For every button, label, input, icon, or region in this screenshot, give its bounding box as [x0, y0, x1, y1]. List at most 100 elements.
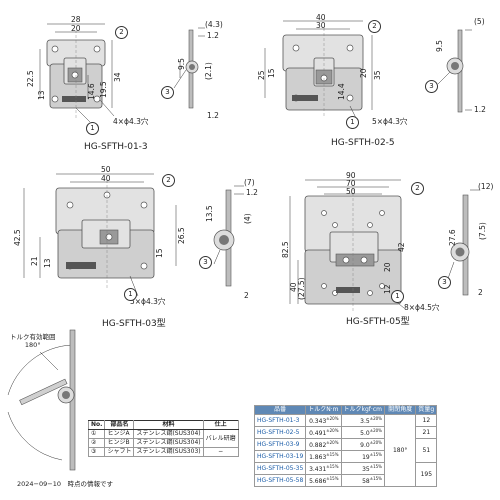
m1-height-left: 22.5	[26, 70, 35, 87]
spec-torque-kgf-cell: 58±15%	[340, 474, 385, 487]
m3-width-inner: 40	[101, 174, 111, 183]
m3-model-name: HG-SFTH-03型	[102, 319, 166, 329]
parts-cell: ステンレス鋼(SUS304)	[133, 438, 204, 448]
spec-model-cell: HG-SFTH-05-58	[253, 474, 307, 487]
m2-model-name: HG-SFTH-02-5	[331, 138, 395, 148]
parts-cell: ステンレス鋼(SUS304)	[133, 429, 204, 439]
m4-callout-2: 2	[411, 182, 424, 195]
m3-height-low: 13	[43, 258, 52, 268]
spec-tolerance: ±20%	[326, 428, 339, 433]
spec-tolerance: ±15%	[369, 452, 382, 457]
m4-width-mid: 70	[346, 179, 356, 188]
m3-height-right1: 26.5	[177, 227, 186, 244]
spec-col-torque-kgf: トルクkgf·cm	[340, 405, 385, 415]
spec-tolerance: ±15%	[326, 452, 339, 457]
spec-tolerance: ±15%	[326, 476, 339, 481]
m4-holes-note: 8×ϕ4.5穴	[404, 303, 440, 312]
spec-tolerance: ±20%	[369, 428, 382, 433]
m1-width-inner: 20	[71, 24, 81, 33]
spec-angle-cell: 180°	[383, 414, 417, 487]
hinge-03-side-view	[213, 185, 244, 287]
spec-mass-cell: 195	[415, 462, 438, 487]
spec-mass-cell: 12	[415, 414, 438, 427]
m4-model-name: HG-SFTH-05型	[346, 317, 410, 327]
spec-col-torque-nm: トルクN·m	[305, 405, 342, 415]
torque-range-note: トルク有効範囲 180°	[10, 333, 56, 349]
m4-side-276: 27.6	[448, 229, 457, 246]
m2-side-12: 1.2	[474, 105, 486, 114]
parts-cell: バレル研磨	[202, 429, 239, 448]
spec-torque-nm-cell: 1.863±15%	[305, 450, 342, 463]
m1-side-top: (4.3)	[205, 20, 223, 29]
m3-callout-1: 1	[124, 288, 137, 301]
hinge-05-side-view	[445, 189, 480, 296]
m3-callout-2: 2	[162, 174, 175, 187]
spec-tolerance: ±20%	[369, 440, 382, 445]
spec-mass-cell: 21	[415, 426, 438, 439]
m4-side-bottom: 2	[478, 288, 483, 297]
hinge-03-front-view	[23, 173, 177, 297]
m3-side-bottom: 2	[244, 291, 249, 300]
parts-cell: ステンレス鋼(SUS303)	[133, 447, 204, 457]
parts-table: No. 部品名 材料 仕上 ① ヒンジA ステンレス鋼(SUS304) バレル研…	[87, 420, 239, 457]
spec-torque-kgf-cell: 9.0±20%	[340, 438, 385, 451]
m3-callout-3: 3	[199, 256, 212, 269]
m2-height-left1: 25	[257, 70, 266, 80]
footer-note: 2024−09−10 時点の情報です	[17, 480, 113, 488]
parts-table-header-row: No. 部品名 材料 仕上	[87, 420, 239, 430]
spec-torque-nm-cell: 3.431±15%	[305, 462, 342, 475]
spec-table: 品番 トルクN·m トルクkgf·cm 開閉角度 質量g HG-SFTH-01-…	[253, 405, 438, 487]
spec-model-cell: HG-SFTH-02-5	[253, 426, 307, 439]
parts-col-material: 材料	[133, 420, 204, 430]
spec-torque-nm-cell: 5.686±15%	[305, 474, 342, 487]
parts-col-finish: 仕上	[202, 420, 239, 430]
hinge-02-5-front-view	[264, 20, 373, 123]
m2-width-inner: 30	[316, 21, 326, 30]
m3-height-total: 42.5	[13, 229, 22, 246]
m4-height-right3: 12	[383, 284, 392, 294]
m4-callout-1: 1	[391, 290, 404, 303]
parts-cell: ①	[87, 429, 106, 439]
spec-torque-nm-cell: 0.343±20%	[305, 414, 342, 427]
m1-height-left2: 13	[37, 90, 46, 100]
m1-width-outer: 28	[71, 15, 81, 24]
m3-side-135: 13.5	[205, 205, 214, 222]
m1-side-21: (2.1)	[204, 62, 213, 80]
spec-tolerance: ±20%	[369, 416, 382, 421]
spec-torque-kgf-cell: 19±15%	[340, 450, 385, 463]
spec-col-model: 品番	[253, 405, 307, 415]
m3-side-top: (7)	[244, 178, 255, 187]
parts-cell: ヒンジB	[104, 438, 135, 448]
m1-side-bottom: 1.2	[207, 111, 219, 120]
m4-height-right1: 42	[397, 242, 406, 252]
spec-mass-cell: 51	[415, 438, 438, 463]
spec-model-cell: HG-SFTH-03-9	[253, 438, 307, 451]
spec-tolerance: ±15%	[369, 476, 382, 481]
m2-callout-3: 3	[425, 80, 438, 93]
spec-col-mass: 質量g	[415, 405, 438, 415]
hinge-01-3-side-view	[173, 27, 205, 109]
m1-model-name: HG-SFTH-01-3	[84, 142, 148, 152]
m1-side-95: 9.5	[177, 58, 186, 70]
m3-side-4: (4)	[243, 213, 252, 224]
spec-torque-kgf-cell: 3.5±20%	[340, 414, 385, 427]
parts-cell: シャフト	[104, 447, 135, 457]
m4-height-left2: (27.5)	[297, 277, 306, 300]
m4-height-right2: 20	[383, 262, 392, 272]
m2-width-outer: 40	[316, 13, 326, 22]
table-row: ① ヒンジA ステンレス鋼(SUS304) バレル研磨	[87, 429, 239, 448]
m1-height-right2: 14.6	[87, 83, 96, 100]
spec-torque-nm-cell: 0.882±20%	[305, 438, 342, 451]
m2-side-95: 9.5	[435, 40, 444, 52]
m1-height-right1: 19.5	[99, 81, 108, 98]
spec-tolerance: ±15%	[326, 464, 339, 469]
hinge-05-front-view	[289, 179, 405, 312]
table-row: ③ シャフト ステンレス鋼(SUS303) −	[87, 447, 239, 457]
hinge-02-5-side-view	[437, 29, 472, 113]
